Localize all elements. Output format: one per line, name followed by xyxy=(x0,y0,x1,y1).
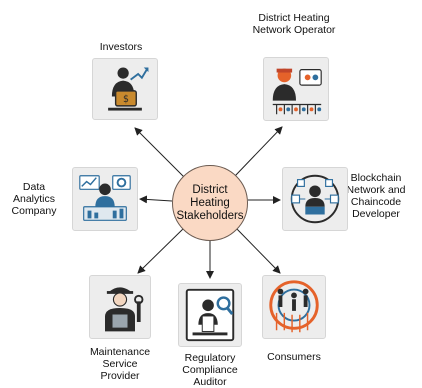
maintenance-card xyxy=(89,275,151,339)
network-operator-icon xyxy=(272,68,322,115)
arrow-to-maintenance xyxy=(137,226,186,274)
svg-text:$: $ xyxy=(123,94,129,105)
investors-card: $ xyxy=(92,58,158,120)
central-hub: District Heating Stakeholders xyxy=(172,165,248,241)
consumers-icon xyxy=(269,280,319,333)
operator-label: District Heating Network Operator xyxy=(252,12,336,36)
analytics-label: Data Analytics Company xyxy=(11,181,57,217)
maintenance-worker-icon xyxy=(105,287,144,332)
data-analytics-icon xyxy=(79,175,131,221)
blockchain-label: Blockchain Network and Chaincode Develop… xyxy=(346,172,406,220)
operator-card xyxy=(263,57,329,121)
arrow-to-operator xyxy=(234,126,283,177)
compliance-auditor-icon xyxy=(185,288,235,342)
investor-briefcase-icon: $ xyxy=(108,67,149,111)
arrow-to-analytics xyxy=(139,195,173,204)
maintenance-label: Maintenance Service Provider xyxy=(89,346,151,382)
analytics-card xyxy=(72,167,138,231)
regulatory-label: Regulatory Compliance Auditor xyxy=(182,352,238,388)
blockchain-developer-icon xyxy=(290,174,340,224)
arrow-to-consumers xyxy=(234,226,281,274)
hub-label: District Heating Stakeholders xyxy=(176,183,244,222)
blockchain-card xyxy=(282,167,348,231)
investors-label: Investors xyxy=(99,41,143,53)
consumers-card xyxy=(262,275,326,339)
regulatory-card xyxy=(178,283,242,347)
arrow-to-investors xyxy=(134,127,185,178)
consumers-label: Consumers xyxy=(267,351,321,363)
